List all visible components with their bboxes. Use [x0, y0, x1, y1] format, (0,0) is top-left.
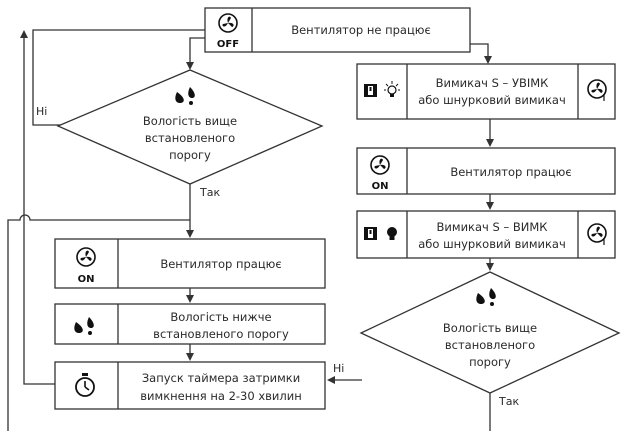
humidity-drops-icon	[175, 87, 195, 105]
humidity-below-line1: Вологість нижче	[170, 310, 271, 324]
humidity-below-line2: встановленого порогу	[153, 327, 289, 341]
connector-off-to-decision	[189, 37, 205, 64]
switch-off-line2: або шнурковий вимикач	[418, 237, 566, 251]
arrow	[186, 230, 194, 238]
arrow	[186, 62, 194, 70]
fan-icon	[587, 223, 607, 245]
fan-off-text: Вентилятор не працює	[291, 23, 431, 37]
decision-right: Вологість вище встановленого порогу	[359, 271, 621, 394]
arrow	[20, 30, 28, 38]
connector-off-to-switch	[470, 43, 489, 58]
fan-icon	[218, 13, 238, 33]
fan-on-label: ON	[372, 181, 389, 192]
switch-on-box: Вимикач S – УВІМК або шнурковий вимикач	[356, 63, 616, 120]
fan-off-label: OFF	[217, 39, 239, 50]
decision-left: Вологість вище встановленого порогу	[56, 69, 324, 185]
humidity-drops-icon	[476, 288, 496, 306]
stopwatch-icon	[75, 373, 95, 397]
fan-icon	[587, 79, 607, 101]
timer-line1: Запуск таймера затримки	[142, 371, 300, 385]
arrow	[486, 139, 494, 147]
arrow	[186, 353, 194, 361]
timer-box: Запуск таймера затримки вимкнення на 2-3…	[54, 361, 326, 410]
decision-right-line2: встановленого	[445, 338, 535, 352]
fan-off-box: OFF Вентилятор не працює	[204, 7, 471, 53]
arrow	[484, 56, 492, 64]
switch-on-line2: або шнурковий вимикач	[418, 93, 566, 107]
decision-right-line1: Вологість вище	[443, 321, 537, 335]
connector-cross	[7, 214, 190, 431]
humidity-drops-icon	[74, 317, 94, 335]
fan-running-left-text: Вентилятор працює	[160, 257, 281, 271]
switch-icon	[364, 84, 377, 97]
decision-right-line3: порогу	[469, 355, 511, 369]
edge-label-no-right: Ні	[333, 362, 344, 375]
decision-left-line2: встановленого	[145, 131, 235, 145]
humidity-below-box: Вологість нижче встановленого порогу	[54, 303, 326, 345]
bulb-off-icon	[387, 227, 397, 240]
arrow	[186, 295, 194, 303]
fan-running-right-box: ON Вентилятор працює	[356, 147, 616, 195]
fan-running-left-box: ON Вентилятор працює	[54, 238, 326, 289]
edge-label-no-left: Ні	[36, 105, 47, 118]
connector-timer-loop	[23, 36, 55, 385]
switch-off-line1: Вимикач S – ВИМК	[437, 220, 548, 234]
arrow	[327, 376, 335, 384]
switch-on-line1: Вимикач S – УВІМК	[436, 76, 549, 90]
switch-icon	[364, 227, 377, 240]
fan-icon	[370, 155, 390, 175]
fan-on-label: ON	[78, 274, 95, 285]
decision-left-line3: порогу	[169, 148, 211, 162]
edge-label-yes-left: Так	[199, 186, 220, 199]
connector-no-loop	[32, 29, 205, 126]
switch-off-box: Вимикач S – ВИМК або шнурковий вимикач	[356, 210, 616, 259]
arrow	[486, 263, 494, 271]
timer-line2: вимкнення на 2-30 хвилин	[140, 389, 301, 403]
arrow	[486, 202, 494, 210]
decision-left-line1: Вологість вище	[143, 114, 237, 128]
edge-label-yes-right: Так	[498, 395, 519, 408]
bulb-on-icon	[384, 81, 400, 97]
fan-running-right-text: Вентилятор працює	[450, 165, 571, 179]
fan-icon	[76, 247, 96, 267]
